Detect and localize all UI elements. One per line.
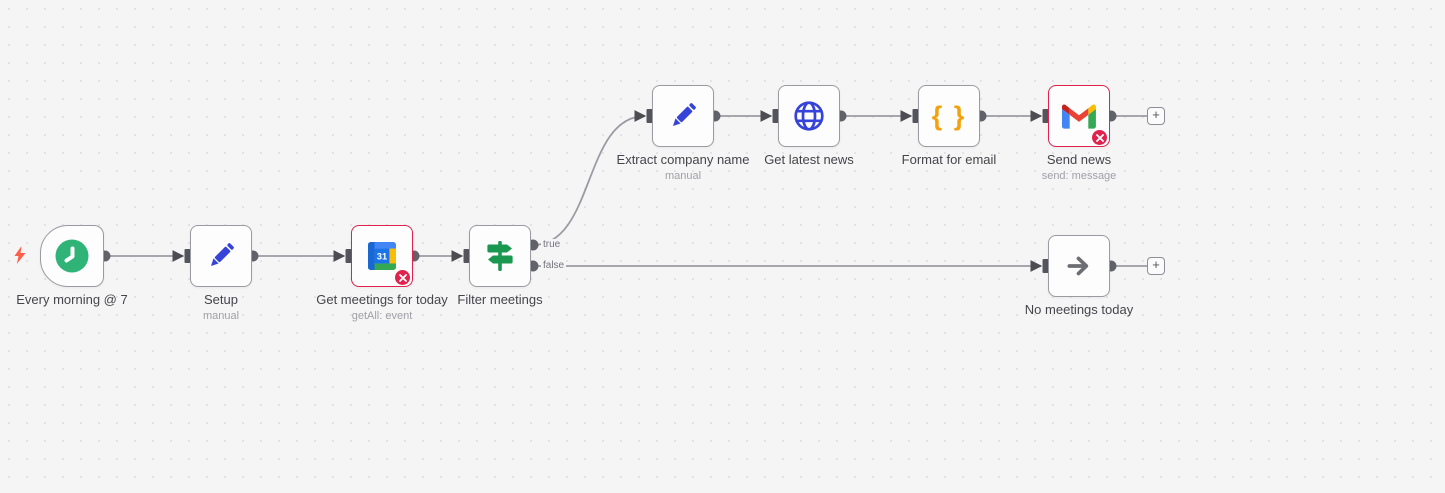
node-label: Extract company name manual [616,152,750,182]
node-no-meetings-today[interactable] [1048,235,1110,297]
node-send-news[interactable] [1048,85,1110,147]
node-schedule-trigger[interactable] [40,225,104,287]
error-badge [394,269,411,286]
node-label: Get meetings for today getAll: event [316,292,448,322]
signpost-switch-icon [482,240,518,272]
input-port[interactable] [912,109,919,123]
arrow-right-icon [1065,252,1093,280]
branch-label-true: true [541,239,563,251]
node-label: No meetings today [1024,302,1134,317]
node-filter-meetings[interactable] [469,225,531,287]
pencil-icon [204,239,238,273]
gmail-icon [1062,103,1096,129]
node-label: Filter meetings [457,292,543,307]
node-get-meetings[interactable]: 31 [351,225,413,287]
node-label: Format for email [901,152,997,167]
clock-icon [54,238,90,274]
input-port[interactable] [1042,259,1049,273]
branch-label-false: false [541,260,567,272]
node-label: Send news send: message [1041,152,1117,182]
svg-text:31: 31 [377,252,387,262]
google-calendar-icon: 31 [368,242,396,270]
node-label: Every morning @ 7 [16,292,128,307]
input-port[interactable] [646,109,653,123]
add-node-button[interactable]: + [1147,257,1165,275]
input-port[interactable] [1042,109,1049,123]
node-format-for-email[interactable]: { } [918,85,980,147]
lightning-icon [14,246,26,264]
node-label: Get latest news [764,152,854,167]
input-port[interactable] [463,249,470,263]
add-node-button[interactable]: + [1147,107,1165,125]
input-port[interactable] [772,109,779,123]
node-extract-company-name[interactable] [652,85,714,147]
pencil-icon [666,99,700,133]
input-port[interactable] [184,249,191,263]
node-setup[interactable] [190,225,252,287]
braces-icon: { } [931,100,967,131]
input-port[interactable] [345,249,352,263]
globe-icon [791,98,827,134]
node-label: Setup manual [202,292,240,322]
node-get-latest-news[interactable] [778,85,840,147]
error-badge [1091,129,1108,146]
